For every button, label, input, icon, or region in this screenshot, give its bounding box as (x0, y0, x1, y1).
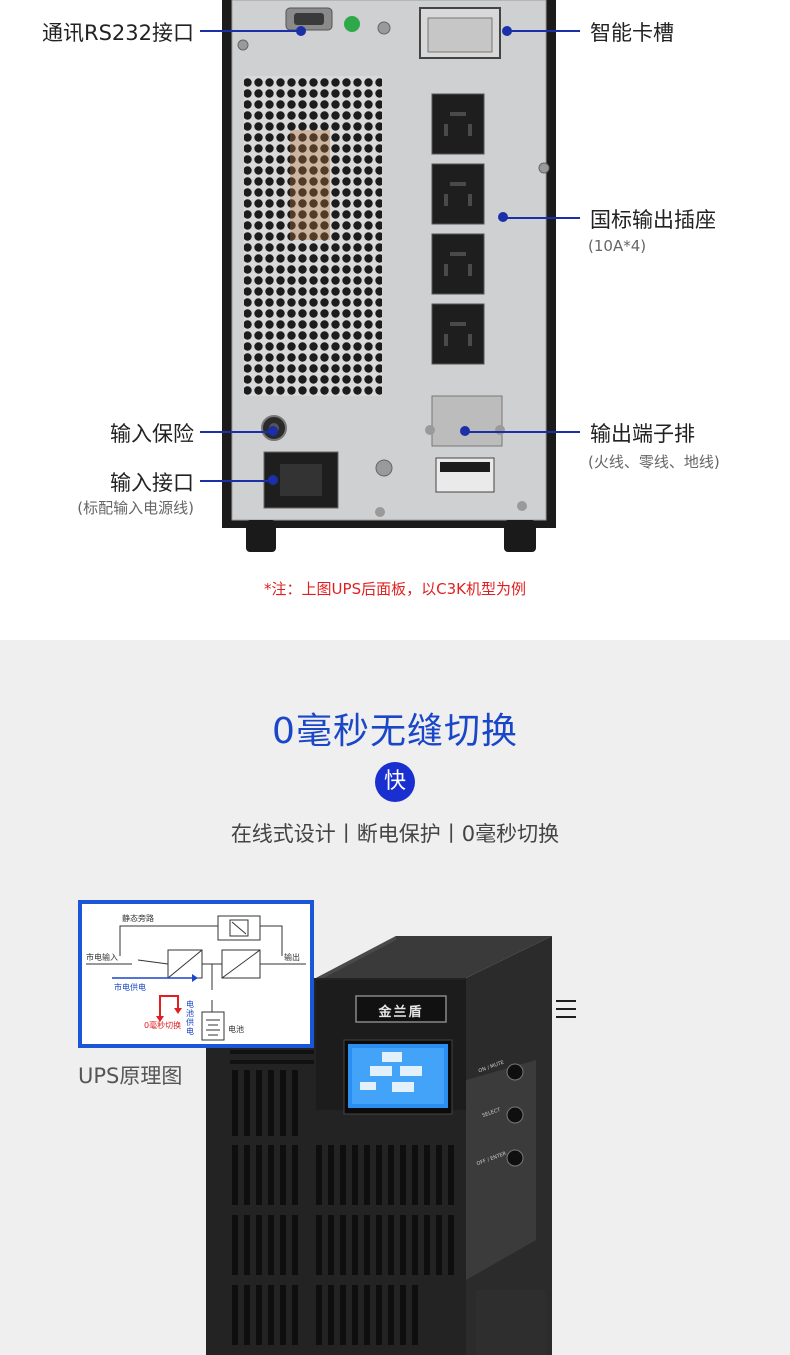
rear-panel-section: 通讯RS232接口 智能卡槽 国标输出插座 (10A*4) 输入保险 输出端子排… (0, 0, 790, 640)
diagram-label-bypass: 静态旁路 (122, 914, 154, 923)
callout-line-rs232 (200, 30, 300, 32)
callout-line-input-port (200, 480, 274, 482)
rear-panel-note: *注：上图UPS后面板，以C3K机型为例 (264, 580, 526, 598)
ups-principle-diagram: 静态旁路 市电输入 输出 市电供电 0毫秒切换 电池供电 电池 (78, 900, 314, 1048)
feature-points: 在线式设计丨断电保护丨0毫秒切换 (230, 822, 560, 846)
callout-dot-input-port (268, 475, 278, 485)
diagram-label-switch-time: 0毫秒切换 (144, 1021, 182, 1030)
diagram-label-mains-in: 市电输入 (86, 953, 118, 962)
callout-dot-rs232 (296, 26, 306, 36)
label-input-port: 输入接口 (110, 471, 194, 495)
ups-brand-label: 金兰盾 (378, 1005, 424, 1020)
diagram-label-battery-supply: 电池供电 (186, 1000, 194, 1036)
ups-front-image (206, 936, 576, 1355)
callout-line-output-socket (504, 217, 580, 219)
callout-line-output-terminal (468, 431, 580, 433)
diagram-label-battery: 电池 (228, 1025, 244, 1034)
diagram-label-mains-supply: 市电供电 (114, 983, 146, 992)
label-output-socket: 国标输出插座 (590, 208, 716, 232)
label-output-terminal-sub: (火线、零线、地线) (588, 453, 720, 471)
label-output-socket-sub: (10A*4) (588, 237, 647, 255)
diagram-label-output: 输出 (284, 953, 300, 962)
callout-dot-output-socket (498, 212, 508, 222)
ups-circuit-drawing (86, 915, 306, 1041)
feature-title: 0毫秒无缝切换 (272, 711, 518, 752)
callout-dot-smart-slot (502, 26, 512, 36)
callout-dot-output-terminal (460, 426, 470, 436)
callout-dot-input-fuse (268, 426, 278, 436)
callout-line-smart-slot (508, 30, 580, 32)
label-smart-slot: 智能卡槽 (590, 21, 674, 45)
label-rs232: 通讯RS232接口 (41, 21, 194, 45)
label-input-port-sub: (标配输入电源线) (77, 499, 194, 517)
label-output-terminal: 输出端子排 (590, 422, 695, 446)
feature-badge: 快 (375, 762, 415, 802)
diagram-caption: UPS原理图 (78, 1064, 183, 1088)
label-input-fuse: 输入保险 (110, 422, 194, 446)
ups-rear-panel-image (222, 0, 556, 552)
callout-line-input-fuse (200, 431, 274, 433)
